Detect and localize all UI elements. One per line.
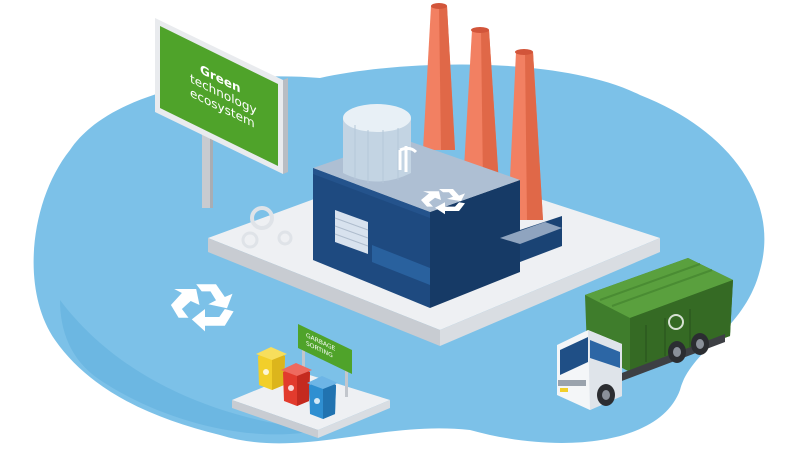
gear-icon [250, 206, 274, 230]
blue-bin [307, 376, 338, 419]
recycle-icon [421, 189, 465, 215]
billboard: Green technology ecosystem [155, 18, 288, 208]
water-tank [343, 104, 411, 183]
gear-icon [241, 231, 259, 249]
recycle-icon [668, 314, 684, 330]
chimney-2 [463, 27, 499, 185]
billboard-panel [160, 26, 278, 166]
chimney-1 [423, 3, 455, 150]
truck-wheels [597, 333, 709, 406]
chimney-3 [508, 49, 543, 220]
garbage-truck [557, 258, 733, 410]
factory-building [313, 104, 562, 308]
recycle-icon [170, 284, 234, 332]
truck-windshield [560, 337, 588, 375]
red-bin [281, 363, 312, 406]
chimneys [423, 3, 543, 220]
billboard-pole [202, 128, 212, 208]
blue-ground-shade [60, 300, 320, 435]
garbage-sorting-station: GARBAGE SORTING [232, 324, 390, 438]
garbage-sign-panel [298, 324, 352, 374]
gear-icon [277, 230, 293, 246]
pipe [398, 146, 418, 172]
yellow-bin [256, 347, 287, 390]
